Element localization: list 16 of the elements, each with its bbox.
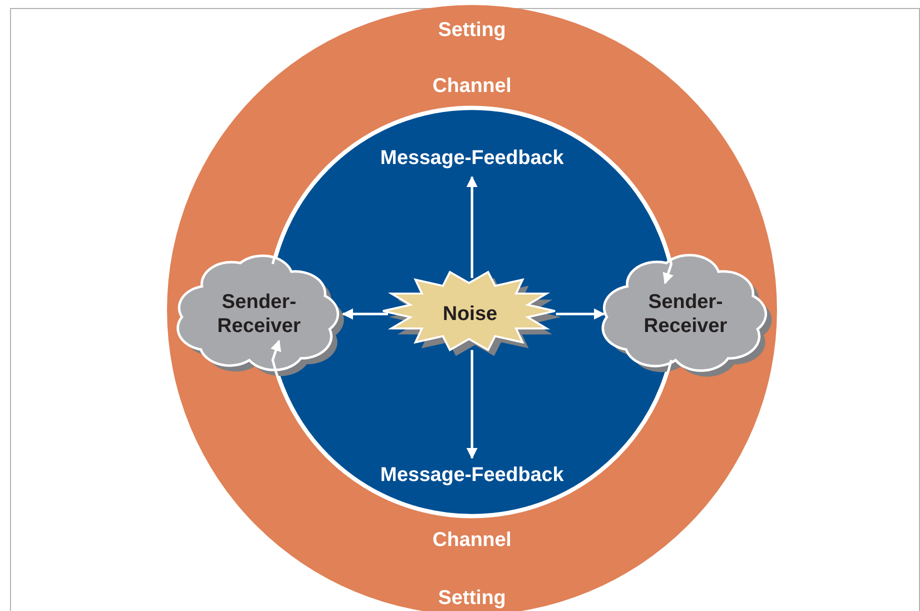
node-text: Sender- Receiver: [642, 290, 728, 338]
arrow: [556, 308, 606, 320]
arrow: [466, 176, 478, 278]
outer-ring: [167, 5, 777, 611]
arrow: [270, 340, 672, 518]
node-text: Sender- Receiver: [216, 290, 302, 338]
ring-label: Channel: [432, 528, 512, 552]
arrow: [342, 308, 388, 320]
node-text: Noise: [442, 302, 498, 326]
arrow: [272, 106, 674, 284]
ring-label: Channel: [432, 74, 512, 98]
message-feedback-label: Message-Feedback: [379, 463, 565, 487]
arrow: [466, 350, 478, 460]
ring-label: Setting: [437, 586, 507, 610]
ring-label: Setting: [437, 18, 507, 42]
message-feedback-label: Message-Feedback: [379, 146, 565, 170]
